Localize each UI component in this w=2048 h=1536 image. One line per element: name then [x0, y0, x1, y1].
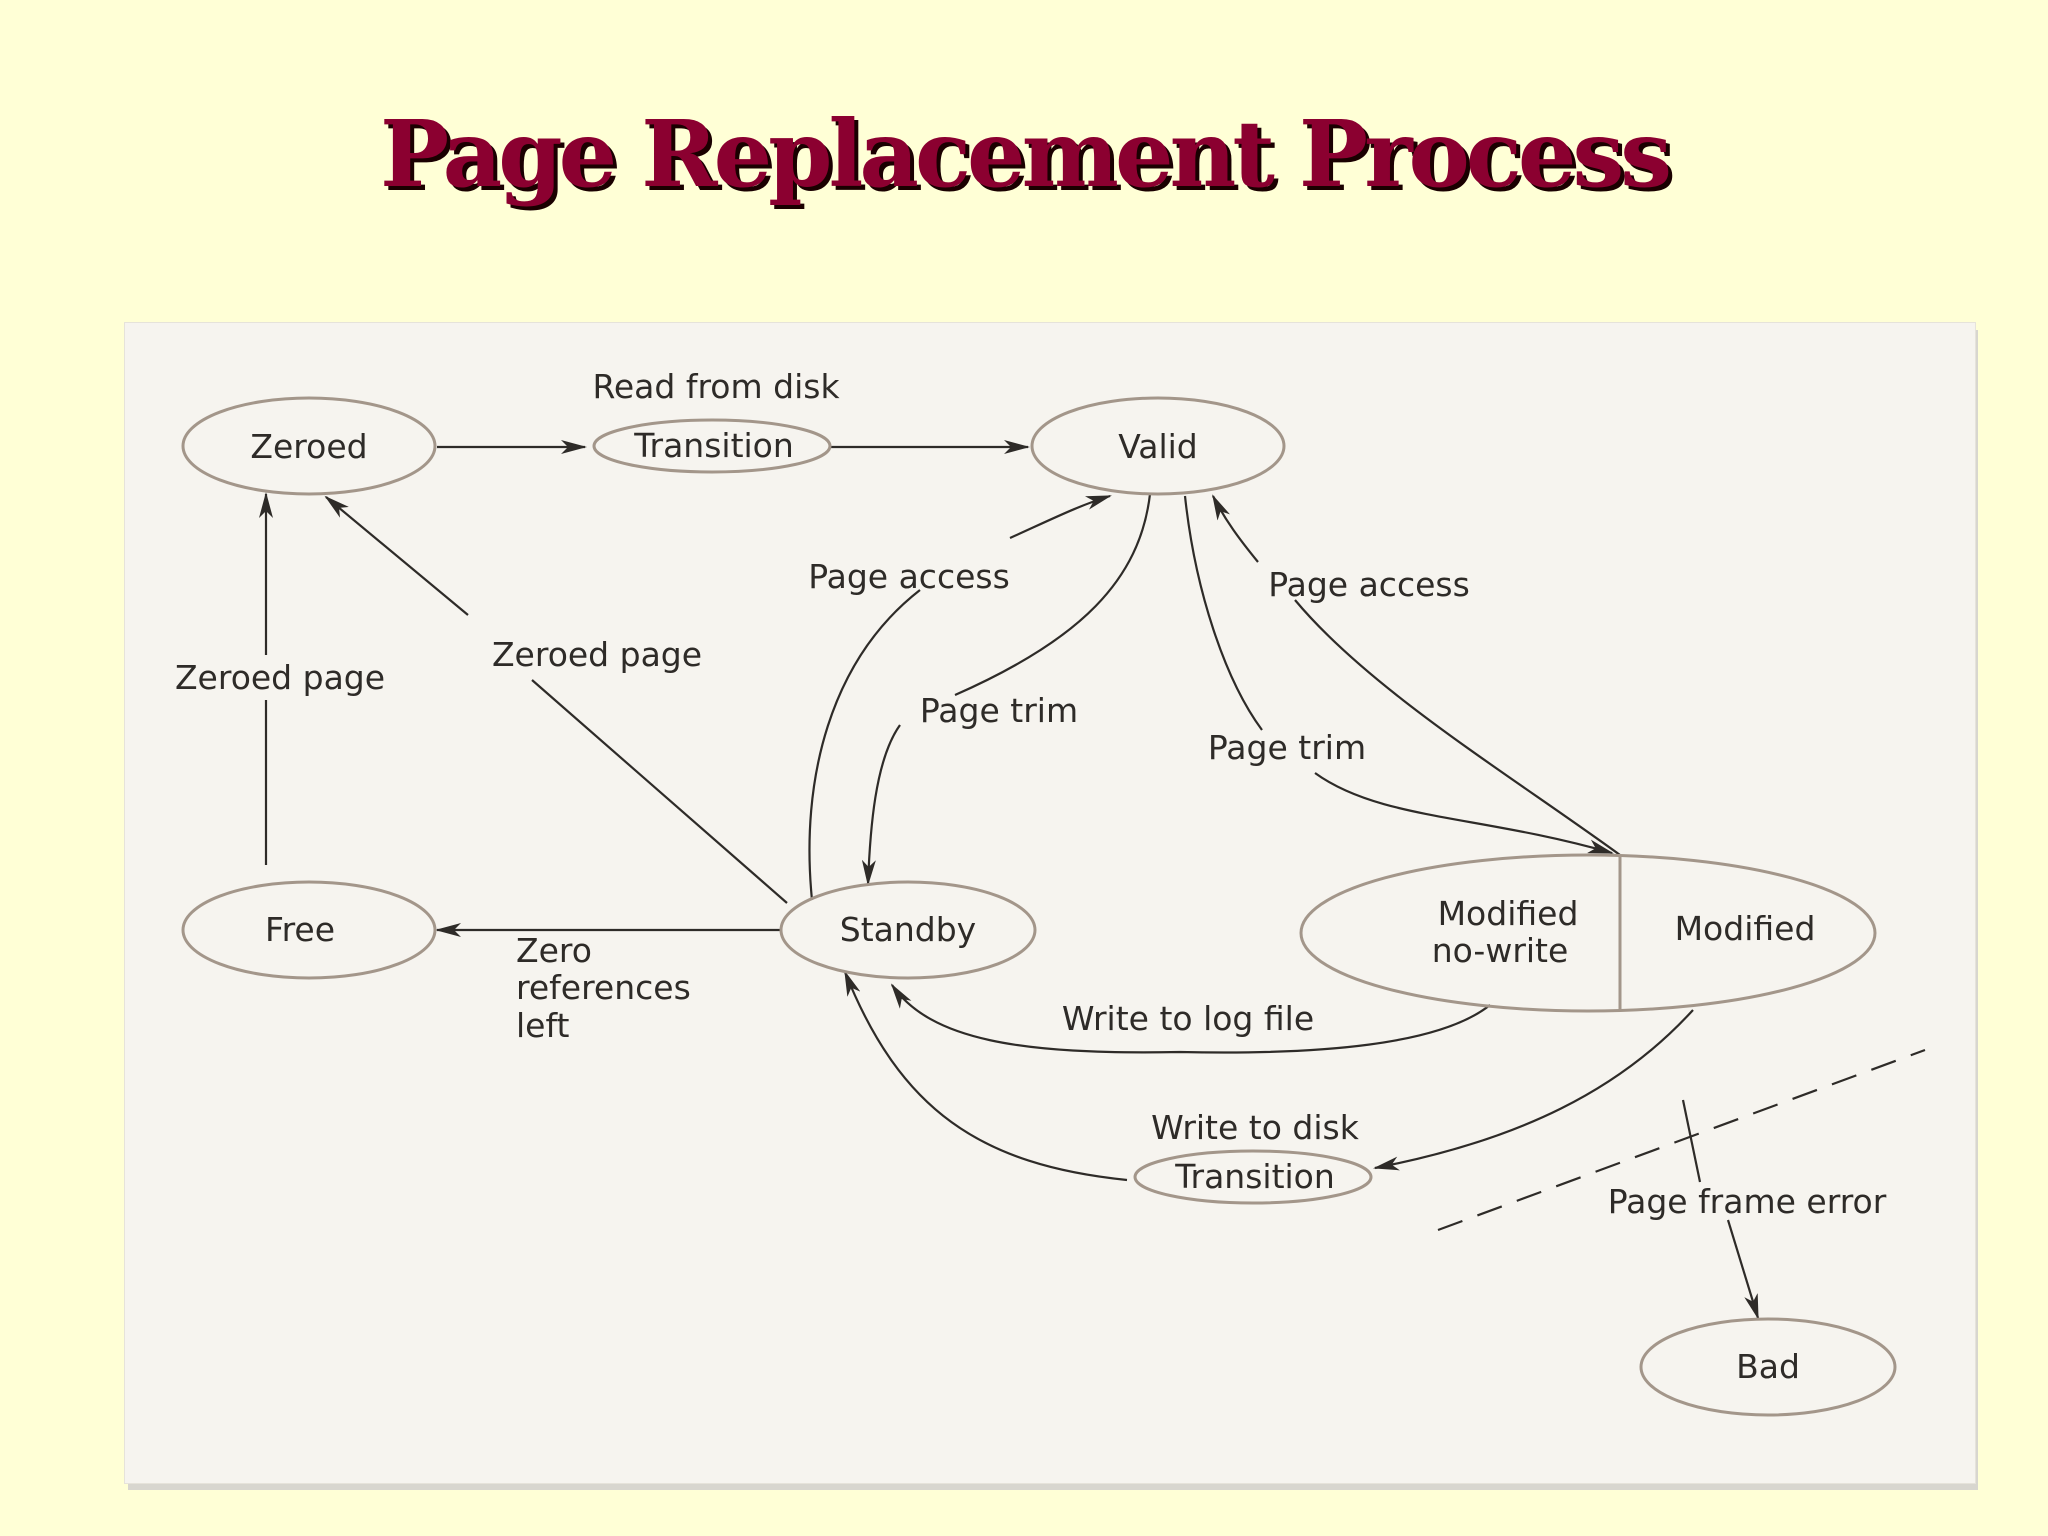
dashed-divider	[1437, 1048, 1926, 1232]
edge-valid-to-modified-upper	[1183, 495, 1263, 731]
state-modified-no-write-label-line1: Modified	[1438, 894, 1579, 933]
edge-standby-to-zeroed-lower	[531, 679, 788, 904]
label-write-to-log-file: Write to log file	[1062, 999, 1314, 1038]
label-page-access-left: Page access	[808, 557, 1010, 596]
edge-standby-to-valid-upper	[1009, 494, 1112, 540]
state-valid-outline	[1030, 396, 1286, 496]
edge-modified-to-valid-upper	[1212, 494, 1259, 563]
edge-page-frame-error-upper	[1681, 1099, 1702, 1183]
state-transition-bottom: Transition	[1133, 1149, 1373, 1205]
state-bad-outline	[1639, 1317, 1897, 1417]
state-standby-label: Standby	[840, 910, 976, 949]
label-page-trim-left: Page trim	[920, 691, 1078, 730]
edge-transition-to-standby	[843, 970, 1128, 1182]
state-zeroed-outline	[181, 396, 437, 496]
edge-modified-nowrite-to-standby	[890, 983, 1491, 1054]
label-read-from-disk: Read from disk	[592, 367, 840, 406]
state-valid-label: Valid	[1118, 427, 1198, 466]
state-transition-top-outline	[592, 418, 832, 474]
label-page-trim-right: Page trim	[1208, 728, 1366, 767]
label-zero-references-line3: left	[516, 1006, 570, 1045]
state-modified-outline	[1299, 853, 1877, 1013]
label-page-access-right: Page access	[1268, 565, 1470, 604]
state-free: Free	[181, 880, 437, 980]
state-standby-outline	[779, 880, 1037, 980]
state-zeroed: Zeroed	[181, 396, 437, 496]
edge-modified-to-valid-lower	[1294, 599, 1621, 856]
state-free-label: Free	[265, 910, 335, 949]
state-zeroed-label: Zeroed	[250, 427, 367, 466]
state-transition-top-label: Transition	[633, 426, 794, 465]
state-modified-no-write-label-line2: no-write	[1432, 931, 1569, 970]
label-zeroed-page-left: Zeroed page	[175, 658, 385, 697]
edge-page-frame-error-lower	[1726, 1219, 1760, 1320]
state-valid: Valid	[1030, 396, 1286, 496]
label-zero-references-line2: references	[516, 968, 691, 1007]
edge-valid-to-modified-lower	[1314, 772, 1614, 855]
diagram-panel	[124, 322, 1976, 1484]
edges	[259, 440, 1926, 1320]
edge-modified-to-transition	[1373, 1009, 1694, 1171]
edge-standby-to-valid-lower	[808, 589, 921, 901]
label-zero-references-line1: Zero	[516, 931, 592, 970]
state-transition-top: Transition	[592, 418, 832, 474]
state-free-outline	[181, 880, 437, 980]
edge-valid-to-standby-lower	[861, 724, 901, 886]
edge-valid-to-standby-upper	[954, 493, 1152, 697]
label-page-frame-error: Page frame error	[1608, 1182, 1887, 1221]
state-modified-label: Modified	[1675, 909, 1816, 948]
state-transition-bottom-label: Transition	[1174, 1157, 1335, 1196]
state-modified-group: Modified no-write Modified	[1299, 853, 1877, 1013]
slide-title: Page Replacement Process	[379, 100, 1672, 208]
state-standby: Standby	[779, 880, 1037, 980]
label-write-to-disk: Write to disk	[1151, 1108, 1360, 1147]
state-bad: Bad	[1639, 1317, 1897, 1417]
edge-labels: Read from disk Page access Page access Z…	[175, 367, 1887, 1221]
edge-standby-to-zeroed-upper	[324, 495, 469, 616]
state-transition-bottom-outline	[1133, 1149, 1373, 1205]
state-bad-label: Bad	[1736, 1347, 1800, 1386]
label-zeroed-page-diagonal: Zeroed page	[492, 635, 702, 674]
